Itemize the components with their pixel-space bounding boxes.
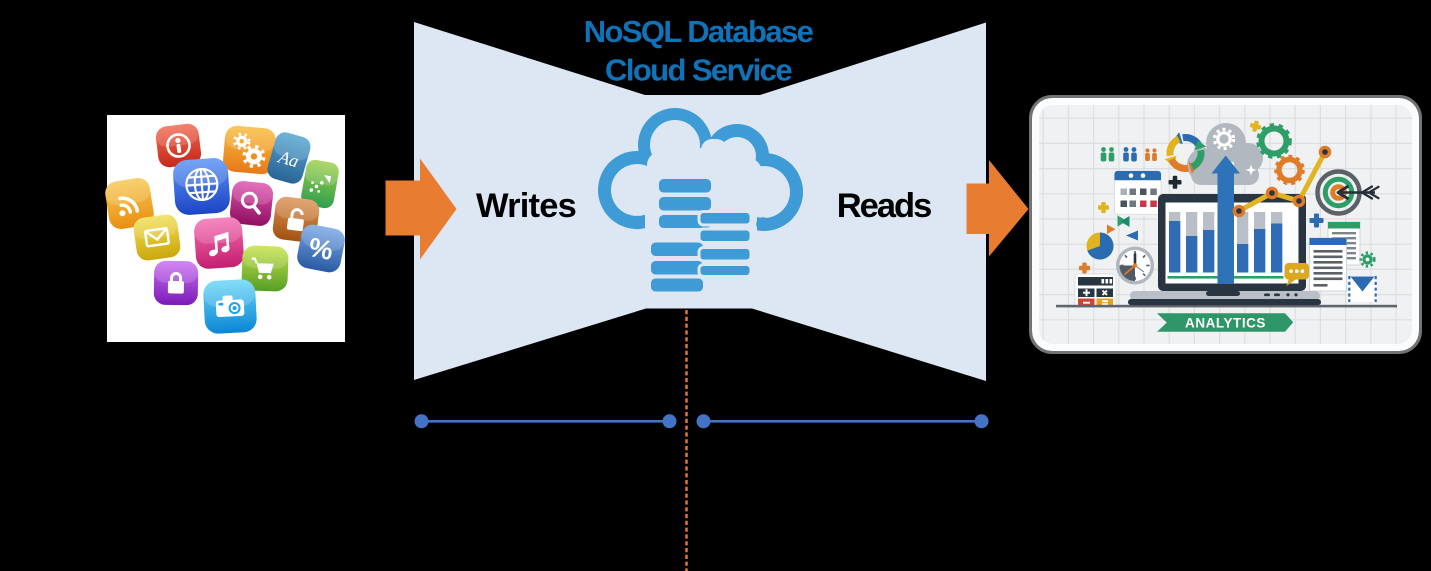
svg-text:%: % [306,232,335,266]
svg-text:NoSQL Database: NoSQL Database [584,14,814,49]
svg-text:Cloud Service: Cloud Service [605,53,792,88]
svg-text:Writes: Writes [476,187,576,225]
svg-text:Reads: Reads [837,187,931,225]
svg-text:ANALYTICS: ANALYTICS [1185,314,1266,330]
